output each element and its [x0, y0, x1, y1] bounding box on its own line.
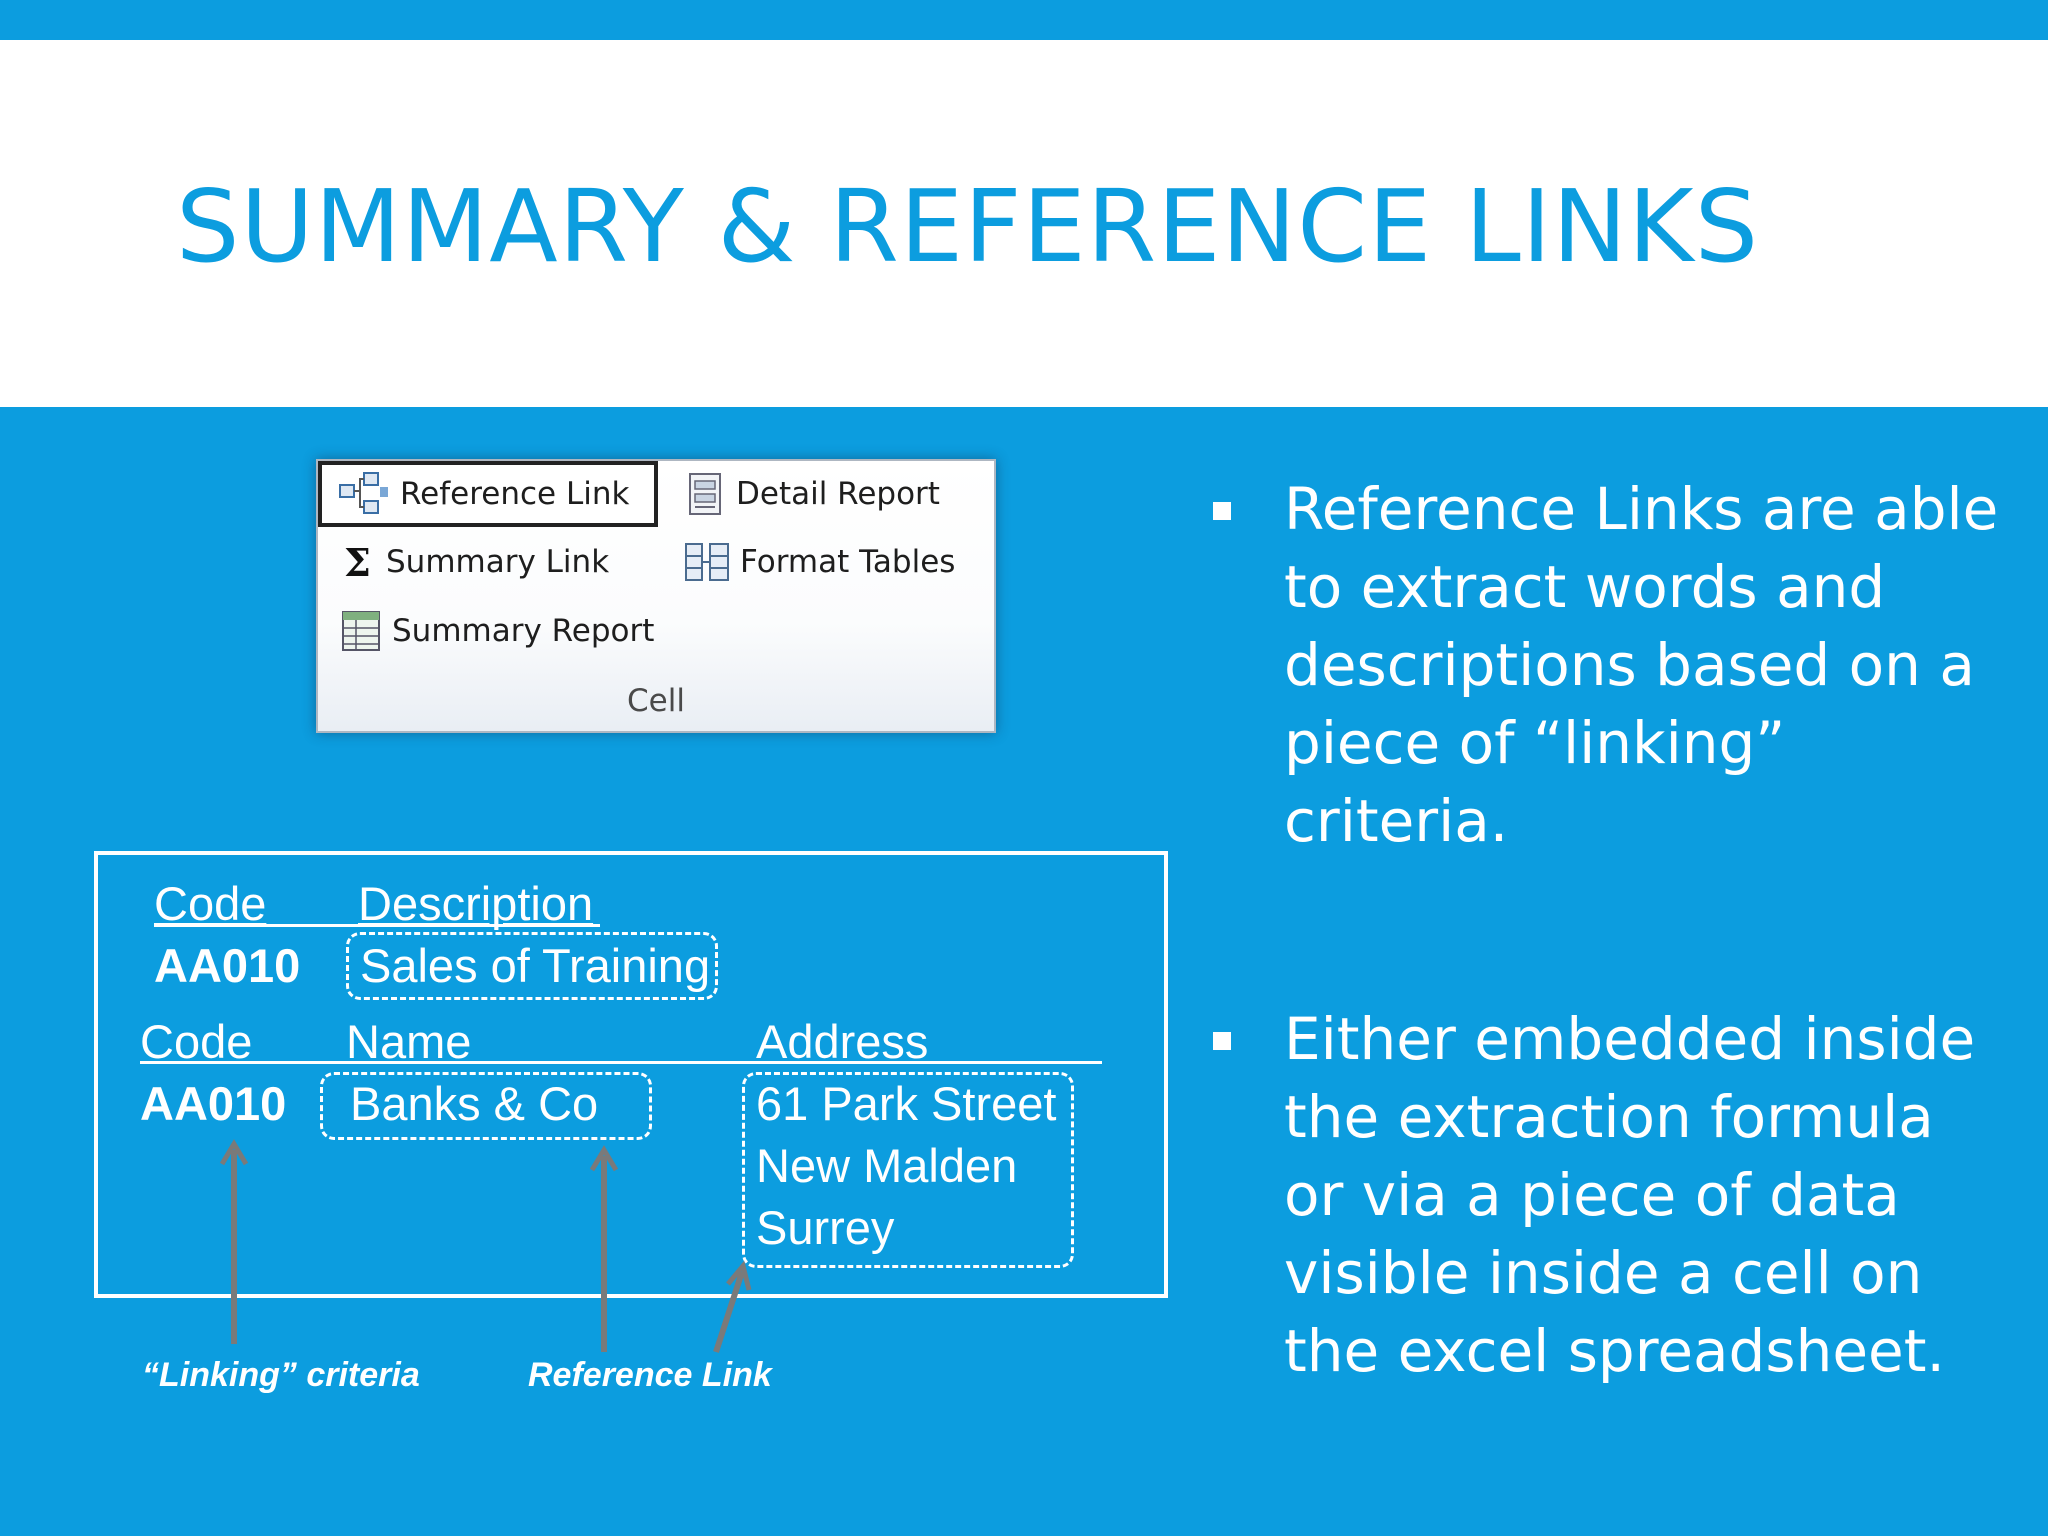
sigma-icon: Σ — [344, 540, 371, 584]
reference-link-arrowhead-name — [589, 1145, 619, 1172]
summary-report-label: Summary Report — [392, 613, 655, 649]
title-band — [0, 40, 2048, 407]
bullet-item: Either embedded inside the extraction fo… — [1208, 1000, 2008, 1390]
bullet-text: Either embedded inside the extraction fo… — [1284, 1005, 1976, 1385]
linking-criteria-caption: “Linking” criteria — [142, 1356, 420, 1394]
table2-header-code: Code — [140, 1015, 253, 1068]
reference-link-caption: Reference Link — [528, 1356, 772, 1394]
table1-description-value: Sales of Training — [360, 939, 711, 992]
summary-link-label: Summary Link — [386, 544, 610, 580]
reference-link-button[interactable]: Reference Link — [318, 461, 658, 527]
table2-header-address: Address — [756, 1015, 929, 1068]
summary-link-button[interactable]: Σ Summary Link — [340, 534, 609, 590]
square-bullet-icon — [1213, 502, 1231, 520]
reference-link-arrow-address — [713, 1271, 745, 1353]
slide-title: SUMMARY & REFERENCE LINKS — [176, 168, 1760, 285]
reference-link-icon — [339, 472, 388, 514]
table2-header-underline — [140, 1061, 1102, 1064]
address-highlight — [742, 1072, 1074, 1268]
detail-report-icon — [689, 473, 721, 515]
example-box — [94, 851, 1168, 1298]
format-tables-label: Format Tables — [740, 544, 956, 580]
top-accent-strip — [0, 0, 2048, 40]
bullet-item: Reference Links are able to extract word… — [1208, 470, 2008, 860]
bullet-text: Reference Links are able to extract word… — [1284, 475, 1999, 855]
address-line-3: Surrey — [756, 1201, 895, 1254]
table2-code-value: AA010 — [140, 1077, 287, 1130]
reference-link-arrowhead-address — [726, 1260, 752, 1291]
linking-criteria-arrowhead — [219, 1139, 249, 1166]
ribbon-cell-group: Reference Link Detail Report Σ Summary L… — [316, 459, 996, 733]
table1-header-code: Code — [154, 877, 267, 930]
detail-report-button[interactable]: Detail Report — [686, 466, 940, 522]
ribbon-group-label: Cell — [627, 683, 685, 719]
table1-header-description: Description — [358, 877, 594, 930]
description-highlight — [346, 932, 718, 1000]
table1-header-underline — [154, 924, 600, 927]
address-line-2: New Malden — [756, 1139, 1018, 1192]
name-highlight — [320, 1072, 652, 1140]
format-tables-button[interactable]: Format Tables — [684, 534, 955, 590]
square-bullet-icon — [1213, 1032, 1231, 1050]
address-line-1: 61 Park Street — [756, 1077, 1057, 1130]
bullet-list: Reference Links are able to extract word… — [1208, 470, 2008, 1530]
format-tables-icon — [685, 543, 729, 581]
table2-name-value: Banks & Co — [350, 1077, 599, 1130]
reference-link-label: Reference Link — [400, 476, 630, 512]
table2-header-name: Name — [346, 1015, 472, 1068]
svg-text:Σ: Σ — [344, 540, 371, 584]
summary-report-button[interactable]: Summary Report — [340, 603, 654, 659]
detail-report-label: Detail Report — [736, 476, 940, 512]
table1-code-value: AA010 — [154, 939, 301, 992]
summary-report-icon — [342, 611, 380, 651]
